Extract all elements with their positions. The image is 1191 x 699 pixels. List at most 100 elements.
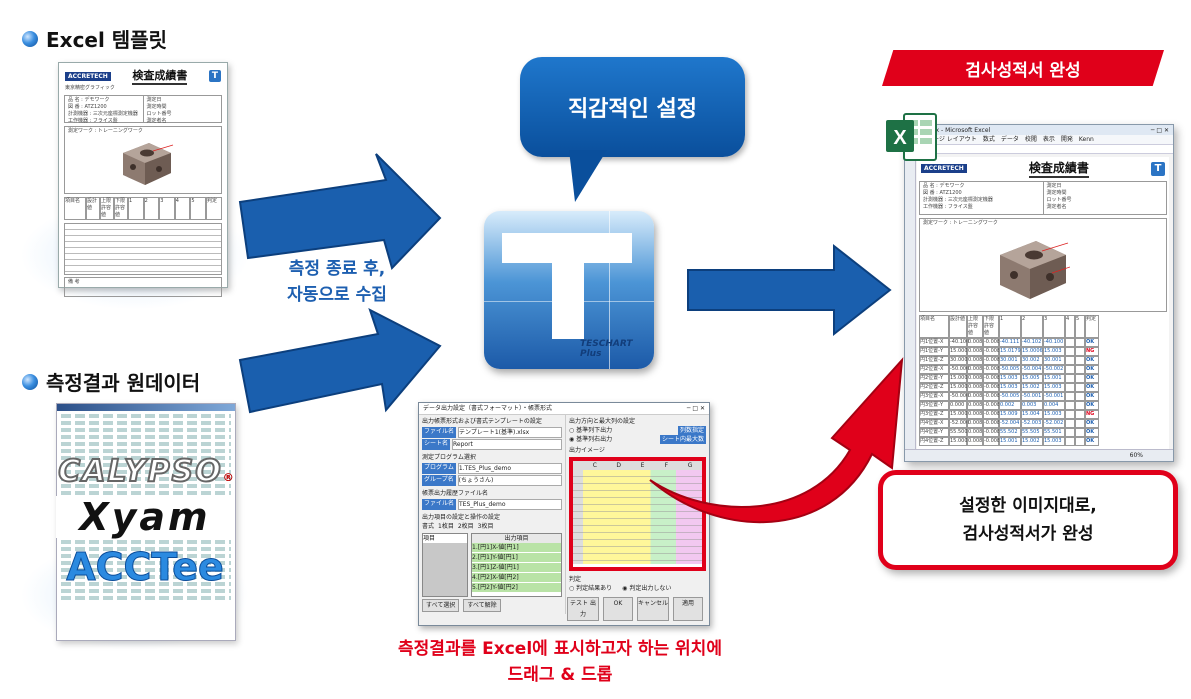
file-input[interactable]: テンプレート1(基準).xlsx: [458, 427, 562, 438]
result-message-box: 설정한 이미지대로, 검사성적서가 완성: [878, 470, 1178, 570]
table-cell: 30.001: [1043, 356, 1065, 365]
table-row: 円1位置-Y15.0000.008-0.00815.017915.000615.…: [919, 347, 1167, 356]
report-done-label: 검사성적서 완성: [965, 56, 1080, 81]
tab-sheet3[interactable]: 3枚目: [478, 522, 494, 531]
tab-sheet2[interactable]: 2枚目: [458, 522, 474, 531]
table-cell: [1075, 365, 1085, 374]
template-subtitle: 東京精密グラフィック: [59, 85, 227, 92]
table-cell: [1065, 347, 1075, 356]
table-cell: -0.008: [983, 383, 999, 392]
menu-item[interactable]: 校閲: [1025, 135, 1037, 144]
test-output-button[interactable]: テスト 出力: [567, 597, 599, 621]
table-cell: 55.500: [949, 428, 967, 437]
workpiece-image: [115, 137, 175, 187]
program-select[interactable]: 1.TES_Plus_demo: [458, 463, 562, 474]
table-cell: -50.005: [999, 365, 1021, 374]
table-cell: 15.000: [949, 374, 967, 383]
excel-table-header: 項目名 設計値 上限許容値 下限許容値 1 2 3 4 5 判定: [919, 315, 1167, 338]
program-group-label: 測定プログラム選択: [422, 453, 562, 462]
table-cell: 15.001: [999, 437, 1021, 446]
table-cell: [1065, 374, 1075, 383]
cancel-button[interactable]: キャンセル: [637, 597, 669, 621]
table-cell: [1065, 365, 1075, 374]
table-cell: [1065, 437, 1075, 446]
result-line2: 검사성적서가 완성: [883, 520, 1173, 548]
table-cell: [1065, 428, 1075, 437]
list-item[interactable]: 3.[円1]Z-値[円1]: [472, 563, 561, 573]
judge-off-radio[interactable]: ◉ 判定出力しない: [622, 584, 671, 593]
table-cell: [1075, 401, 1085, 410]
table-row: 円4位置-X-52.0000.008-0.008-52.004-52.003-5…: [919, 419, 1167, 428]
list-item[interactable]: 4.[円2]X-値[円2]: [472, 573, 561, 583]
table-cell: -50.004: [1021, 365, 1043, 374]
arrow-template-to-t: [236, 140, 446, 270]
table-cell: [1075, 356, 1085, 365]
table-cell: -40.100: [1043, 338, 1065, 347]
table-cell: -50.005: [999, 392, 1021, 401]
close-icon[interactable]: ✕: [1164, 127, 1169, 134]
table-cell: 0.003: [1021, 401, 1043, 410]
table-cell: 55.505: [1021, 428, 1043, 437]
deselect-all-button[interactable]: すべて解除: [463, 599, 500, 612]
bullet-icon: [22, 31, 38, 47]
tab-sheet1[interactable]: 1枚目: [438, 522, 454, 531]
source-list[interactable]: 項目: [422, 533, 468, 597]
table-cell: -0.008: [983, 374, 999, 383]
excel-results-table: 項目名 設計値 上限許容値 下限許容値 1 2 3 4 5 判定 円1位置-X -…: [919, 315, 1167, 446]
table-cell: 円3位置-Z: [919, 410, 949, 419]
menu-item[interactable]: 数式: [983, 135, 995, 144]
table-cell: -50.000: [949, 365, 967, 374]
table-cell: 0.004: [1043, 401, 1065, 410]
table-cell: 円1位置-X: [919, 338, 949, 347]
xyam-logo: Xyam: [56, 496, 234, 538]
apply-button[interactable]: 適用: [673, 597, 703, 621]
intuitive-setting-label: 직감적인 설정: [568, 91, 697, 123]
list-item[interactable]: 1.[円1]X-値[円1]: [472, 543, 561, 553]
row-headers: [905, 155, 916, 449]
menu-item[interactable]: Kenn: [1079, 135, 1094, 144]
minimize-icon[interactable]: ─: [1151, 127, 1155, 134]
output-list[interactable]: 出力項目 1.[円1]X-値[円1] 2.[円1]Y-値[円1] 3.[円1]Z…: [471, 533, 562, 597]
template-photo-caption: 測定ワーク : トレーニングワーク: [65, 127, 221, 136]
menu-item[interactable]: 開発: [1061, 135, 1073, 144]
sheet-input[interactable]: Report: [452, 439, 562, 450]
table-cell: 15.003: [1043, 437, 1065, 446]
drag-drop-line1: 측정결과를 Excel에 표시하고자 하는 위치에: [340, 636, 780, 662]
judge-on-radio[interactable]: ○ 判定結果あり: [569, 584, 612, 593]
arrow-raw-to-t: [236, 300, 446, 430]
tab-format[interactable]: 書式: [422, 522, 434, 531]
table-cell: 15.003: [1043, 410, 1065, 419]
menu-item[interactable]: データ: [1001, 135, 1019, 144]
group-select[interactable]: (ちょうさん): [458, 475, 562, 486]
table-cell: 0.008: [967, 437, 983, 446]
table-row: 円3位置-Y0.0000.008-0.0080.0020.0030.004OK: [919, 401, 1167, 410]
list-item[interactable]: 5.[円2]Y-値[円2]: [472, 583, 561, 593]
template-t-icon: T: [209, 70, 221, 82]
table-row: 円4位置-Y55.5000.008-0.00855.50255.50555.50…: [919, 428, 1167, 437]
select-all-button[interactable]: すべて選択: [422, 599, 459, 612]
table-cell: 15.000: [949, 383, 967, 392]
table-cell: 0.008: [967, 383, 983, 392]
list-item[interactable]: 2.[円1]Y-値[円1]: [472, 553, 561, 563]
table-cell: [1065, 356, 1075, 365]
maximize-icon[interactable]: □: [1156, 127, 1162, 134]
ok-button[interactable]: OK: [603, 597, 633, 621]
items-group-label: 出力項目の設定と操作の設定: [422, 513, 562, 522]
result-line1: 설정한 이미지대로,: [883, 492, 1173, 520]
table-cell: [1075, 437, 1085, 446]
table-cell: 円4位置-Z: [919, 437, 949, 446]
history-input[interactable]: TES_Plus_demo: [458, 499, 562, 510]
sheet-label: シート名: [422, 439, 450, 450]
formula-bar[interactable]: [905, 145, 1173, 154]
table-cell: 円2位置-Z: [919, 383, 949, 392]
table-cell: OK: [1085, 374, 1099, 383]
dir-right-radio[interactable]: ◉ 基準列右出力: [569, 435, 612, 444]
zoom-level[interactable]: 60%: [1130, 451, 1143, 460]
dir-down-radio[interactable]: ○ 基準列下出力: [569, 426, 612, 435]
excel-titlebar: ct_16.xlsx - Microsoft Excel ─ □ ✕: [905, 125, 1173, 135]
template-document: ACCRETECH 検査成績書 T 東京精密グラフィック 品 名 : デモワーク…: [58, 62, 228, 288]
menu-item[interactable]: 表示: [1043, 135, 1055, 144]
table-cell: 円2位置-Y: [919, 374, 949, 383]
bullet-icon: [22, 374, 38, 390]
table-cell: 15.001: [1043, 374, 1065, 383]
